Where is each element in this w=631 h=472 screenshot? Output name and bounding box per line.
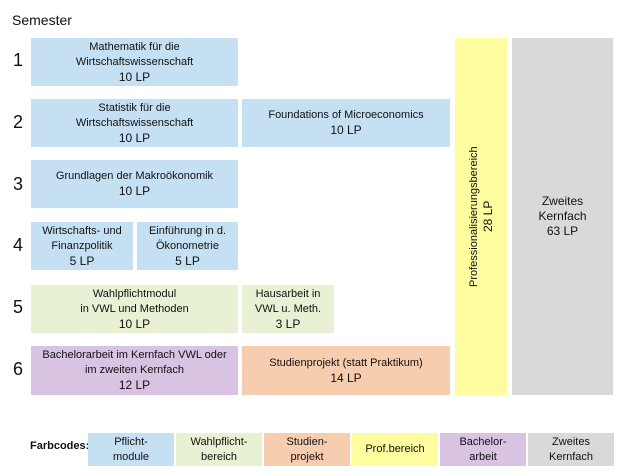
legend-text: bereich <box>200 450 238 463</box>
module-name-line: Hausarbeit in <box>255 287 321 300</box>
legend-item-profbereich: Prof.bereich <box>352 433 438 466</box>
semester-number-5: 5 <box>12 297 23 317</box>
module-credits: 10 LP <box>118 69 151 84</box>
module-mathematik: Mathematik für die Wirtschaftswissenscha… <box>31 38 238 86</box>
module-name-line: Wirtschafts- und <box>42 224 122 237</box>
semester-number-4: 4 <box>12 235 23 255</box>
legend-text: module <box>112 450 150 463</box>
module-credits: 10 LP <box>118 130 151 145</box>
legend-text: Bachelor- <box>459 435 507 448</box>
diagram-title: Semester <box>12 12 72 28</box>
module-statistik: Statistik für die Wirtschaftswissenschaf… <box>31 99 238 147</box>
module-name-line: Finanzpolitik <box>51 239 113 252</box>
module-credits: 28 LP <box>481 200 495 233</box>
module-name-line: VWL u. Meth. <box>254 302 322 315</box>
legend-text: Prof.bereich <box>365 443 425 455</box>
semester-number-3: 3 <box>12 174 23 194</box>
module-name-line: Ökonometrie <box>156 239 219 252</box>
module-credits: 5 LP <box>69 253 95 268</box>
module-bachelorarbeit: Bachelorarbeit im Kernfach VWL oder im z… <box>31 346 238 395</box>
module-credits: 10 LP <box>118 184 151 198</box>
module-credits: 12 LP <box>118 378 151 392</box>
semester-number-6: 6 <box>12 359 23 379</box>
module-oekonometrie: Einführung in d. Ökonometrie 5 LP <box>137 222 238 270</box>
legend-text: Kernfach <box>548 450 594 463</box>
module-credits: 63 LP <box>546 224 579 238</box>
module-hausarbeit: Hausarbeit in VWL u. Meth. 3 LP <box>242 285 334 333</box>
legend-text: Zweites <box>552 435 590 448</box>
module-name-line: Studienprojekt (statt Praktikum) <box>269 356 423 369</box>
module-name-line: Statistik für die <box>98 101 171 114</box>
legend-item-zweites-kernfach: Zweites Kernfach <box>528 433 614 466</box>
legend-item-wahlpflichtbereich: Wahlpflicht- bereich <box>176 433 262 466</box>
module-name-line: Zweites <box>541 194 584 208</box>
module-name-line: Wirtschaftswissenschaft <box>75 55 194 68</box>
legend-item-studienprojekt: Studien- projekt <box>264 433 350 466</box>
legend-text: Pflicht- <box>114 435 148 448</box>
module-name-line: Wirtschaftswissenschaft <box>75 116 194 129</box>
module-credits: 10 LP <box>118 316 151 331</box>
semester-number-1: 1 <box>12 50 23 70</box>
legend-text: projekt <box>290 450 324 463</box>
module-wirtschaftspolitik: Wirtschafts- und Finanzpolitik 5 LP <box>31 222 133 270</box>
module-name-line: Wahlpflichtmodul <box>92 287 177 300</box>
module-name-line: in VWL und Methoden <box>80 302 189 315</box>
legend-label: Farbcodes: <box>30 440 90 452</box>
module-microeconomics: Foundations of Microeconomics 10 LP <box>242 99 450 147</box>
module-name-line: Grundlagen der Makroökonomik <box>55 170 214 182</box>
module-credits: 5 LP <box>175 253 200 268</box>
legend-text: Studien- <box>286 435 328 448</box>
legend-item-bachelorarbeit: Bachelor- arbeit <box>440 433 526 466</box>
module-makrooekonomik: Grundlagen der Makroökonomik 10 LP <box>31 160 238 208</box>
module-name-line: Kernfach <box>538 209 587 223</box>
module-credits: 10 LP <box>330 123 362 137</box>
module-name-line: Einführung in d. <box>148 224 227 237</box>
legend-item-pflichtmodule: Pflicht- module <box>88 433 174 466</box>
module-name-line: Bachelorarbeit im Kernfach VWL oder <box>42 349 227 361</box>
semester-number-2: 2 <box>12 112 23 132</box>
legend-text: Wahlpflicht- <box>190 435 248 448</box>
legend-text: arbeit <box>469 450 497 463</box>
module-studienprojekt: Studienprojekt (statt Praktikum) 14 LP <box>242 346 450 395</box>
module-name-line: Foundations of Microeconomics <box>268 109 424 121</box>
module-credits: 3 LP <box>275 316 301 331</box>
module-name-line: Professionalisierungsbereich <box>468 146 480 287</box>
module-credits: 14 LP <box>330 370 362 385</box>
module-professionalisierungsbereich: Professionalisierungsbereich 28 LP <box>455 38 507 395</box>
module-wahlpflichtmodul: Wahlpflichtmodul in VWL und Methoden 10 … <box>31 285 238 333</box>
module-name-line: im zweiten Kernfach <box>84 364 185 376</box>
module-zweites-kernfach: Zweites Kernfach 63 LP <box>512 38 613 395</box>
module-name-line: Mathematik für die <box>89 40 180 53</box>
